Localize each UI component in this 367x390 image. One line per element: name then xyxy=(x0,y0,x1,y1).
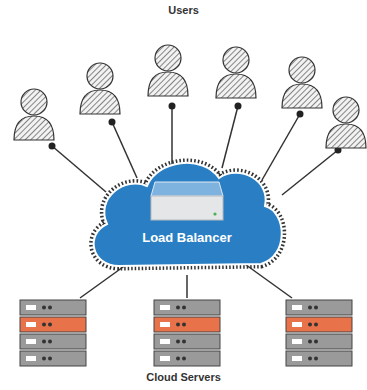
server-racks xyxy=(20,300,352,366)
node-label: Load Balancer xyxy=(87,230,287,245)
load-balancer-cloud: Load Balancer xyxy=(87,152,287,277)
user-links xyxy=(52,106,338,195)
group-title: Users xyxy=(0,4,367,16)
balancer-icon xyxy=(151,182,223,220)
cloud-shape xyxy=(87,152,287,277)
group-caption: Cloud Servers xyxy=(0,371,367,383)
server-links xyxy=(80,262,292,298)
user-icons xyxy=(14,45,366,148)
